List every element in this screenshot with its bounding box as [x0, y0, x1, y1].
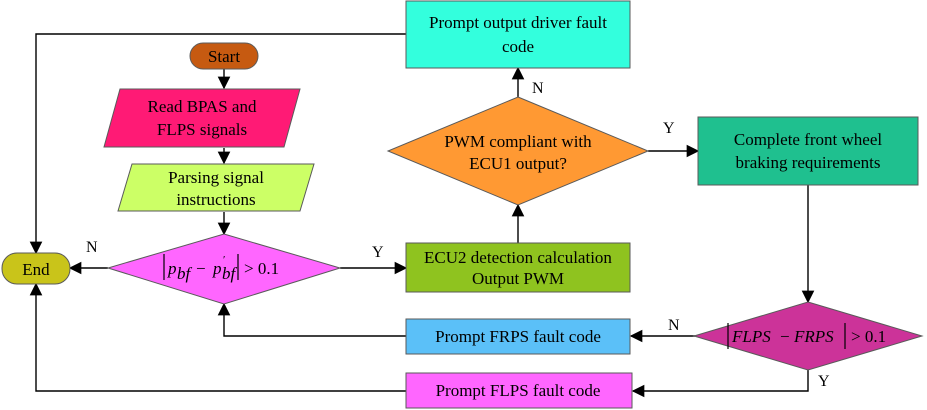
decision1-shape [106, 233, 342, 305]
frps-fault-shape [405, 318, 631, 355]
start-node: Start [189, 42, 259, 70]
end-label: End [22, 260, 50, 279]
label-d2-no: N [668, 317, 680, 334]
driver-fault-label-line1: Prompt output driver fault [429, 13, 607, 32]
pwm-label-line1: PWM compliant with [444, 132, 592, 151]
ecu2-label-line1: ECU2 detection calculation [424, 248, 612, 267]
decision2-shape [692, 301, 924, 371]
pwm-decision-node: PWM compliant with ECU1 output? [386, 96, 650, 206]
parse-label-line2: instructions [176, 190, 255, 209]
parse-node: Parsing signal instructions [117, 163, 315, 212]
driver-fault-node: Prompt output driver fault code [405, 0, 631, 69]
driver-fault-shape [405, 0, 631, 69]
d1-cmp: > 0.1 [244, 259, 279, 278]
d2-a: FLPS [731, 327, 771, 346]
start-label: Start [208, 47, 240, 66]
complete-shape [697, 116, 919, 186]
d1-p1: p [167, 259, 177, 278]
parse-label-line1: Parsing signal [168, 168, 264, 187]
label-d2-yes: Y [818, 373, 830, 390]
read-node: Read BPAS and FLPS signals [103, 88, 301, 148]
decision2-node: FLPS − FRPS > 0.1 [692, 301, 924, 371]
parse-shape [117, 163, 315, 212]
driver-fault-label-line2: code [502, 37, 534, 56]
frps-fault-label: Prompt FRPS fault code [435, 327, 601, 346]
edge-frps-decision1 [217, 302, 406, 337]
d2-cmp: > 0.1 [851, 327, 886, 346]
read-shape [103, 88, 301, 148]
start-shape [189, 42, 259, 70]
edge-flps-end [29, 282, 406, 392]
frps-fault-node: Prompt FRPS fault code [405, 318, 631, 355]
read-label-line2: FLPS signals [157, 120, 247, 139]
pwm-label-line2: ECU1 output? [469, 154, 567, 173]
end-node: End [1, 252, 71, 285]
complete-label-line2: braking requirements [736, 153, 881, 172]
d1-sub2: bf [222, 264, 238, 283]
ecu2-node: ECU2 detection calculation Output PWM [405, 242, 631, 293]
edges [29, 33, 815, 398]
ecu2-shape [405, 242, 631, 293]
label-pwm-yes: Y [663, 120, 675, 137]
flps-fault-node: Prompt FLPS fault code [405, 372, 633, 409]
d2-b: FRPS [793, 327, 834, 346]
complete-node: Complete front wheel braking requirement… [697, 116, 919, 186]
edge-decision2-flps [631, 370, 809, 398]
flps-fault-shape [405, 372, 633, 409]
read-label-line1: Read BPAS and [148, 97, 257, 116]
d1-prime: ′ [223, 254, 225, 266]
decision2-formula: FLPS − FRPS > 0.1 [727, 323, 886, 349]
d1-minus: − [196, 259, 206, 278]
decision1-node: p bf − p ′ bf > 0.1 [106, 233, 342, 305]
pwm-decision-shape [386, 96, 650, 206]
d1-sub1: bf [177, 264, 193, 283]
d1-p2: p [212, 259, 222, 278]
end-shape [1, 252, 71, 285]
label-d1-yes: Y [372, 244, 384, 261]
edge-labels: N Y N Y N Y [86, 80, 830, 390]
ecu2-label-line2: Output PWM [472, 269, 564, 288]
complete-label-line1: Complete front wheel [734, 130, 883, 149]
label-pwm-no: N [532, 80, 544, 97]
flps-fault-label: Prompt FLPS fault code [436, 381, 601, 400]
d2-minus: − [780, 327, 790, 346]
decision1-formula: p bf − p ′ bf > 0.1 [163, 254, 279, 283]
label-d1-no: N [86, 239, 98, 256]
edge-driver-end [29, 33, 406, 255]
